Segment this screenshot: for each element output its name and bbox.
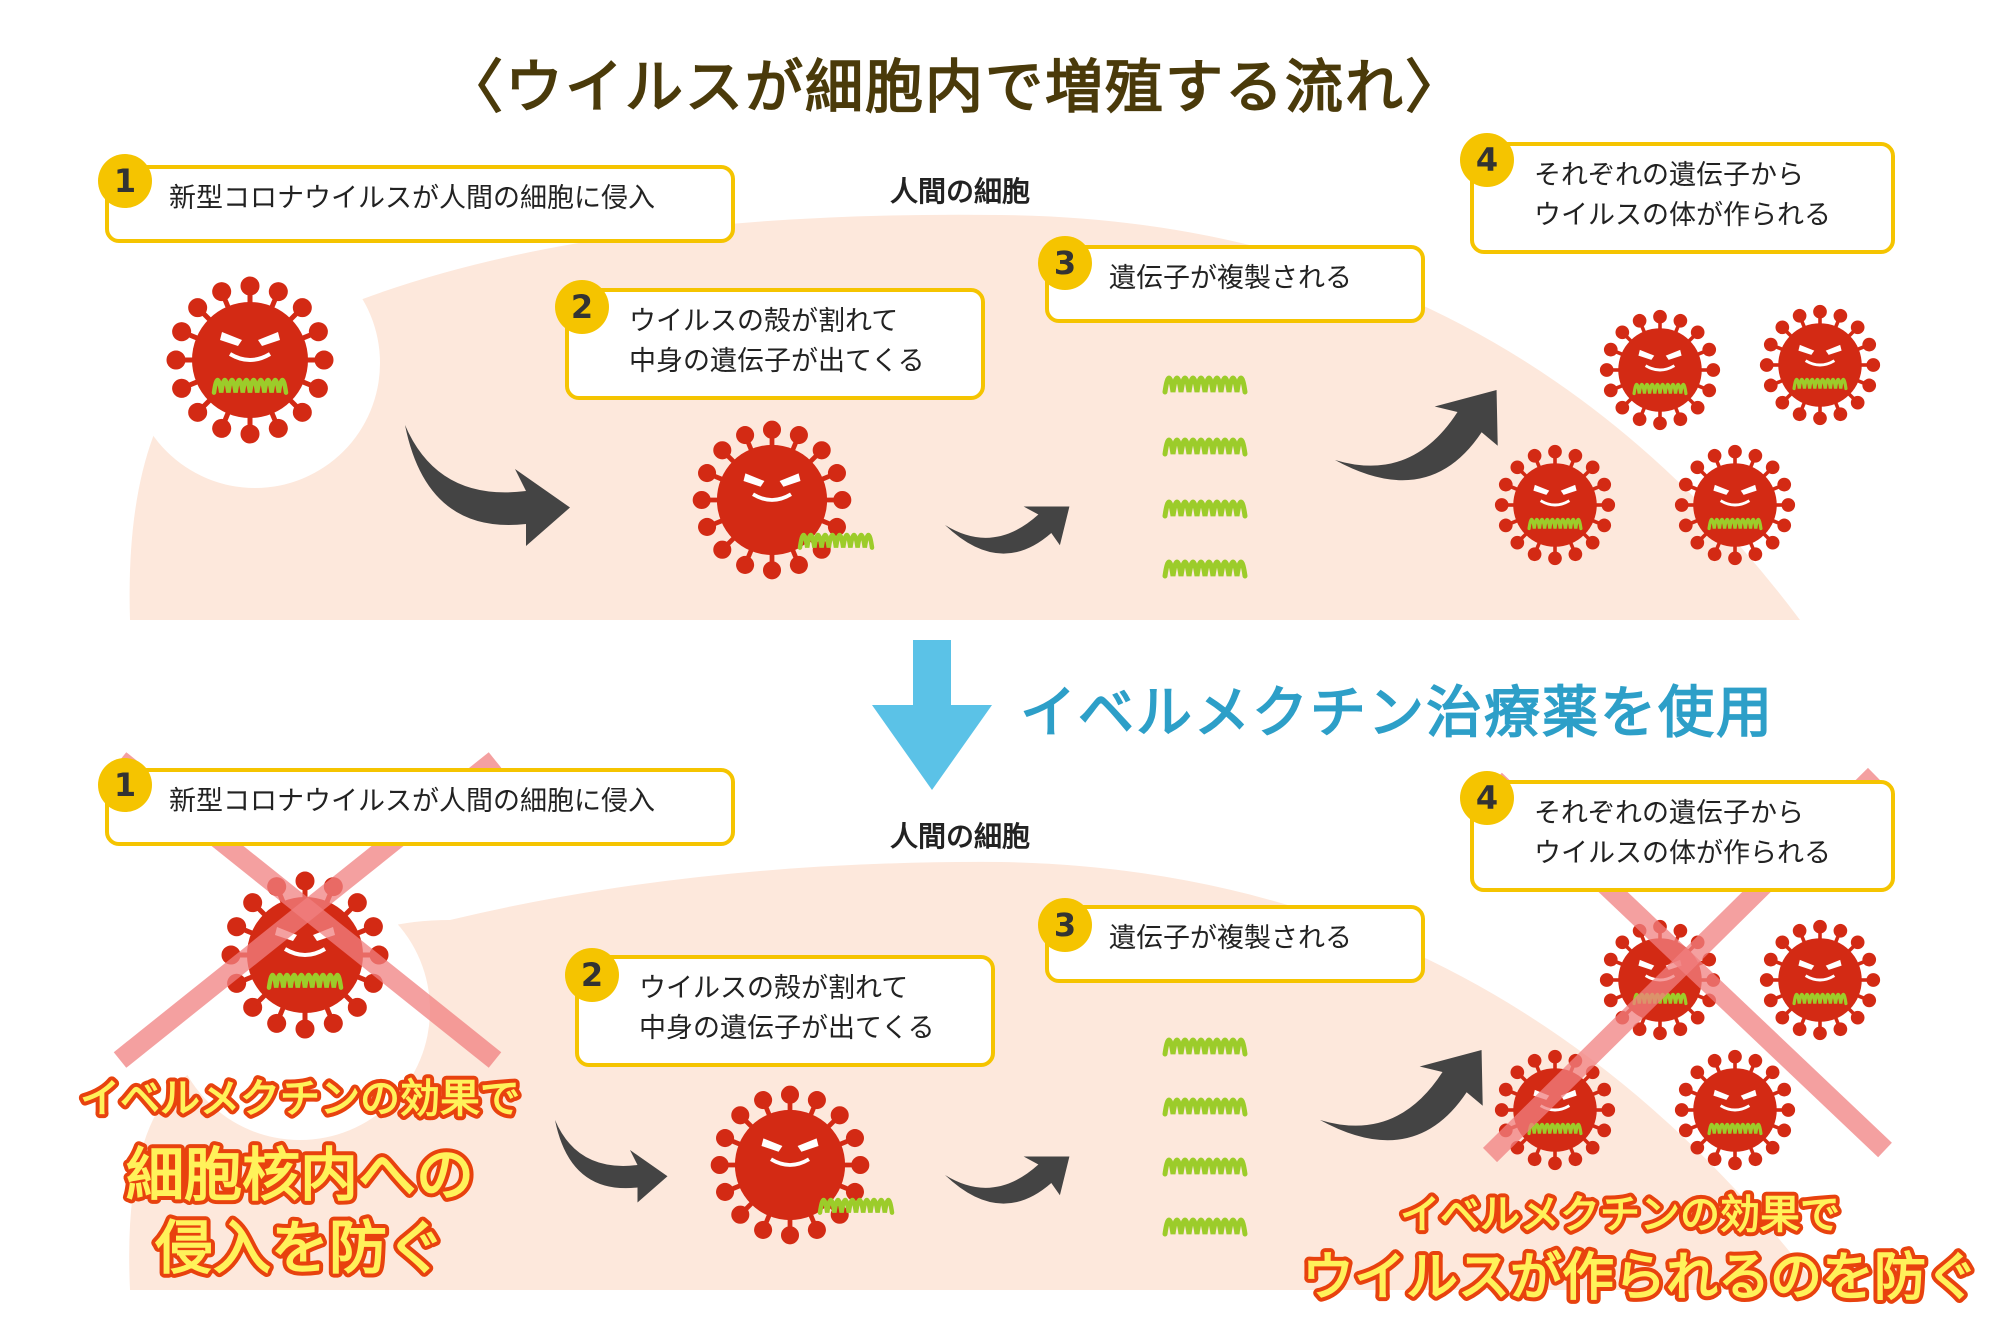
step-box-3-top: 遺伝子が複製される	[1045, 245, 1425, 323]
effect-right-line1: イベルメクチンの効果で	[1400, 1192, 1840, 1238]
step-text-4a-top: それぞれの遺伝子から	[1534, 160, 1804, 191]
cell-label-bottom: 人間の細胞	[890, 820, 1031, 853]
treatment-label: イベルメクチン治療薬を使用	[1020, 681, 1774, 746]
step-text-4b-bottom: ウイルスの体が作られる	[1534, 838, 1831, 869]
step-box-2-top: ウイルスの殻が割れて 中身の遺伝子が出てくる	[565, 288, 985, 400]
step-text-3-bottom: 遺伝子が複製される	[1109, 923, 1352, 954]
effect-left-line1: イベルメクチンの効果で	[80, 1076, 520, 1122]
effect-left-line2: 細胞核内への	[126, 1141, 474, 1209]
step-number-3-bottom: 3	[1038, 898, 1092, 952]
down-arrow-icon	[872, 640, 992, 790]
step-text-2b-bottom: 中身の遺伝子が出てくる	[639, 1013, 935, 1044]
effect-right-line2: ウイルスが作られるのを防ぐ	[1302, 1248, 1978, 1308]
step-box-2-bottom: ウイルスの殻が割れて 中身の遺伝子が出てくる	[575, 955, 995, 1067]
step-box-4-bottom: それぞれの遺伝子から ウイルスの体が作られる	[1470, 780, 1895, 892]
step-number-1-bottom: 1	[98, 758, 152, 812]
step-text-4b-top: ウイルスの体が作られる	[1534, 200, 1831, 231]
step-text-2a-bottom: ウイルスの殻が割れて	[639, 973, 909, 1004]
step-number-2-top: 2	[555, 280, 609, 334]
step-text-1-bottom: 新型コロナウイルスが人間の細胞に侵入	[169, 786, 655, 817]
step-box-3-bottom: 遺伝子が複製される	[1045, 905, 1425, 983]
step-box-4-top: それぞれの遺伝子から ウイルスの体が作られる	[1470, 142, 1895, 254]
cell-label-top: 人間の細胞	[890, 175, 1031, 208]
step-text-4a-bottom: それぞれの遺伝子から	[1534, 798, 1804, 829]
step-number-2-bottom: 2	[565, 948, 619, 1002]
step-text-3-top: 遺伝子が複製される	[1109, 263, 1352, 294]
step-number-4-top: 4	[1460, 133, 1514, 187]
step-box-1-bottom: 新型コロナウイルスが人間の細胞に侵入	[105, 768, 735, 846]
step-text-2a-top: ウイルスの殻が割れて	[629, 306, 899, 337]
step-number-3-top: 3	[1038, 236, 1092, 290]
step-box-1-top: 新型コロナウイルスが人間の細胞に侵入	[105, 165, 735, 243]
step-number-4-bottom: 4	[1460, 771, 1514, 825]
step-text-1-top: 新型コロナウイルスが人間の細胞に侵入	[169, 183, 655, 214]
step-number-1-top: 1	[98, 154, 152, 208]
page-title: 〈ウイルスが細胞内で増殖する流れ〉	[444, 53, 1465, 121]
effect-left-line3: 侵入を防ぐ	[154, 1214, 445, 1282]
step-text-2b-top: 中身の遺伝子が出てくる	[629, 346, 925, 377]
